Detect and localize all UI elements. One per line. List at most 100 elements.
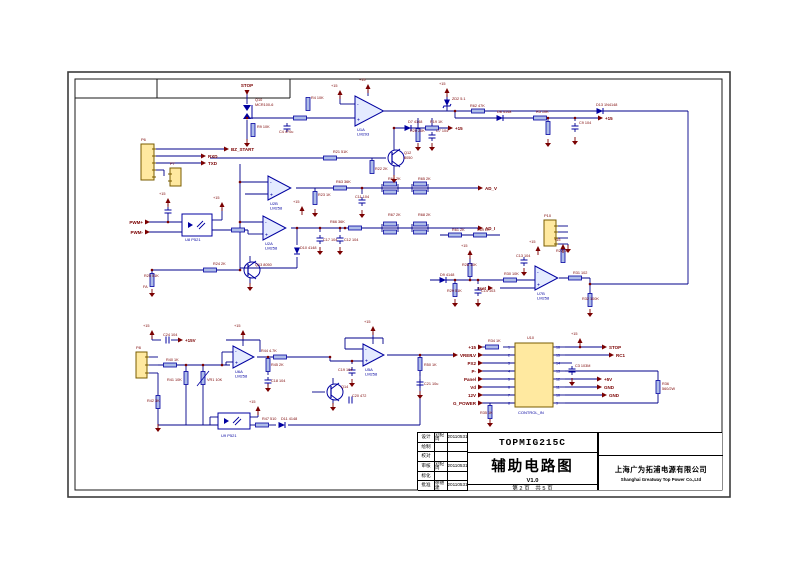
component-label: C12 104 xyxy=(344,238,358,242)
opamp xyxy=(362,343,385,367)
component-label: R36 xyxy=(662,382,669,386)
ground-symbol xyxy=(545,143,551,147)
power-symbol xyxy=(370,326,376,331)
transistor xyxy=(330,382,340,390)
junction-dot xyxy=(468,278,472,282)
port-label: GND xyxy=(609,393,620,398)
component-label: MCR100-6 xyxy=(255,103,273,107)
port-arrow xyxy=(145,219,150,225)
connector xyxy=(543,219,557,247)
port-arrow xyxy=(478,344,483,350)
diode xyxy=(596,108,603,114)
transistor xyxy=(247,260,257,268)
opamp-part-number: LM258 xyxy=(365,372,378,377)
port-label: PX2 xyxy=(467,361,476,366)
power-symbol xyxy=(337,90,343,95)
component-label: R50 1K xyxy=(424,363,437,367)
component-label: U9 P521 xyxy=(221,433,237,438)
component-label: R67 2K xyxy=(388,213,401,217)
resistor xyxy=(545,121,551,135)
component-label: +15 xyxy=(331,84,337,88)
company-name-en: Shanghai Greatway Top Power Co.,Ltd xyxy=(620,477,702,482)
component-label: +15 xyxy=(571,332,577,336)
opamp-minus: - xyxy=(270,180,272,186)
component-label: R68 2K xyxy=(418,213,431,217)
opamp-plus: + xyxy=(357,118,360,124)
component-label: R9 10K xyxy=(257,125,270,129)
triac xyxy=(243,113,251,119)
port-label: Iset xyxy=(478,286,486,291)
resistor xyxy=(413,189,427,195)
opamp xyxy=(232,345,255,369)
component-label: R66 36K xyxy=(330,220,345,224)
junction-dot xyxy=(266,355,270,359)
resistor xyxy=(383,221,397,227)
junction-dot xyxy=(588,282,592,286)
resistor xyxy=(203,267,217,273)
resistor xyxy=(231,227,245,233)
resistor xyxy=(383,229,397,235)
component-label: C24 104 xyxy=(163,333,177,337)
signoff-role-label: 校对 xyxy=(418,452,435,462)
connector-designator: P6 xyxy=(141,137,147,142)
component-label: R32 100K xyxy=(582,297,599,301)
component-label: R24 2K xyxy=(213,262,226,266)
junction-dot xyxy=(238,180,242,184)
resistor xyxy=(473,232,487,238)
port-label: TXD xyxy=(208,161,218,166)
port-label: +5V xyxy=(604,377,612,382)
component-label: +15 xyxy=(439,82,445,86)
component-label: R45 2K xyxy=(271,363,284,367)
resistor xyxy=(273,354,287,360)
component-label: D11 4148 xyxy=(281,417,297,421)
junction-dot xyxy=(453,109,457,113)
component-label: R28 10K xyxy=(462,263,477,267)
port-label: GND xyxy=(604,385,615,390)
component-label: R34 1K xyxy=(488,339,501,343)
ground-symbol xyxy=(317,251,323,255)
port-label: +15 xyxy=(468,345,476,350)
port-arrow xyxy=(609,352,614,358)
ground-symbol xyxy=(349,383,355,387)
ic-pin-number: 9 xyxy=(556,402,558,406)
ground-symbol xyxy=(452,303,458,307)
port-label: 12V xyxy=(468,393,476,398)
port-arrow xyxy=(597,384,602,390)
ground-symbol xyxy=(247,287,253,291)
port-arrow xyxy=(478,376,483,382)
power-symbol xyxy=(535,246,541,251)
port-arrow xyxy=(201,160,206,166)
resistor xyxy=(487,405,493,419)
diode xyxy=(278,422,285,428)
component-label: +15 xyxy=(554,238,560,242)
port-arrow xyxy=(178,337,183,343)
ic-pin-number: 16 xyxy=(556,346,560,350)
opamp-designator: U7B xyxy=(537,291,545,296)
optocoupler xyxy=(224,418,229,424)
component-label: R30 10K xyxy=(504,272,519,276)
power-symbol xyxy=(149,330,155,335)
ground-symbol xyxy=(244,143,250,147)
opamp-plus: + xyxy=(270,192,273,198)
ic-pin-number: 2 xyxy=(508,354,510,358)
junction-dot xyxy=(418,353,422,357)
port-label: +15 xyxy=(455,126,463,131)
component-label: ZD2 5.1 xyxy=(452,97,466,101)
port-label: LV xyxy=(471,353,476,358)
junction-dot xyxy=(573,116,577,120)
zener-diode xyxy=(444,99,450,106)
ic-chip xyxy=(514,342,554,408)
opamp-part-number: LM258 xyxy=(537,296,550,301)
resistor xyxy=(452,283,458,297)
junction-dot xyxy=(184,363,188,367)
ground-symbol xyxy=(417,395,423,399)
component-label: +15 xyxy=(213,196,219,200)
component-label: R42 3K xyxy=(147,399,160,403)
port-label: G_POWER xyxy=(453,401,477,406)
opamp-designator: U1A xyxy=(357,127,365,132)
port-arrow xyxy=(602,344,607,350)
port-label: Panel xyxy=(464,377,476,382)
trimpot-wiper-arrow xyxy=(196,370,210,387)
junction-dot xyxy=(295,226,299,230)
